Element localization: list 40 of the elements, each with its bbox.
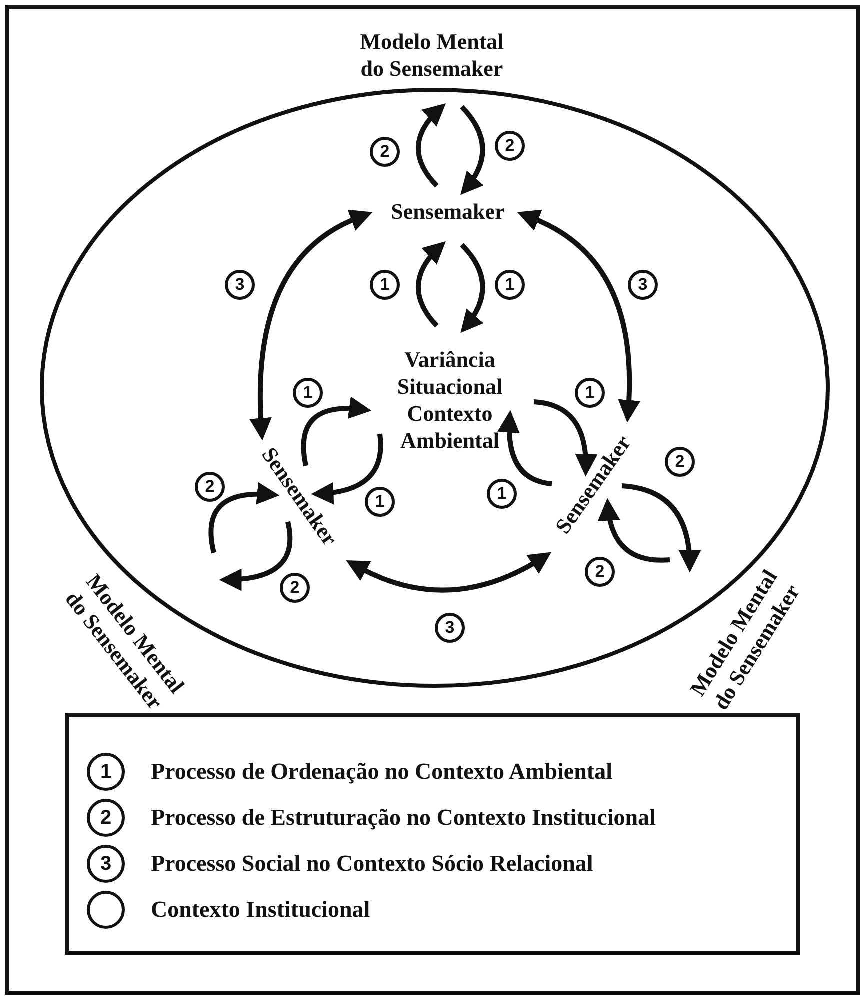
curved-arrow: [416, 103, 446, 188]
curved-arrow: [311, 434, 384, 504]
double-headed-arrow: [518, 210, 640, 423]
curved-arrow: [301, 397, 372, 466]
circled-number: 1: [87, 753, 125, 791]
circled-number: 2: [195, 472, 225, 502]
legend-text: Processo de Ordenação no Contexto Ambiental: [151, 758, 612, 786]
node-label: Variância Situacional Contexto Ambiental: [365, 346, 535, 454]
double-headed-arrow: [250, 210, 372, 441]
curved-arrow: [208, 482, 280, 554]
curved-arrow: [622, 484, 701, 573]
double-headed-arrow: [346, 552, 552, 593]
circled-number: 1: [487, 479, 517, 509]
circled-number: 2: [585, 557, 615, 587]
circled-number: 2: [665, 447, 695, 477]
curved-arrow: [416, 241, 446, 328]
circled-number: 2: [87, 799, 125, 837]
curved-arrow: [534, 400, 598, 477]
circled-number: 1: [495, 270, 525, 300]
circled-number: 3: [435, 613, 465, 643]
curved-arrow: [598, 498, 670, 563]
curved-arrow: [460, 243, 486, 334]
circled-number: 1: [575, 378, 605, 408]
legend-text: Processo Social no Contexto Sócio Relacional: [151, 850, 594, 878]
circled-number: 1: [370, 270, 400, 300]
circled-number: 1: [293, 378, 323, 408]
node-label: Modelo Mental do Sensemaker: [347, 28, 517, 82]
circled-number: 2: [370, 137, 400, 167]
circled-number: 1: [365, 487, 395, 517]
curved-arrow: [219, 522, 293, 591]
curved-arrow: [460, 105, 486, 196]
circled-number: 2: [280, 573, 310, 603]
curved-arrow: [498, 410, 552, 486]
node-label: Sensemaker: [348, 198, 548, 224]
legend-text: Contexto Institucional: [151, 896, 370, 924]
circled-number: 3: [628, 270, 658, 300]
circled-number: 2: [495, 131, 525, 161]
circled-number: 3: [87, 845, 125, 883]
legend-text: Processo de Estruturação no Contexto Institucional: [151, 804, 656, 832]
circled-number: 3: [225, 270, 255, 300]
